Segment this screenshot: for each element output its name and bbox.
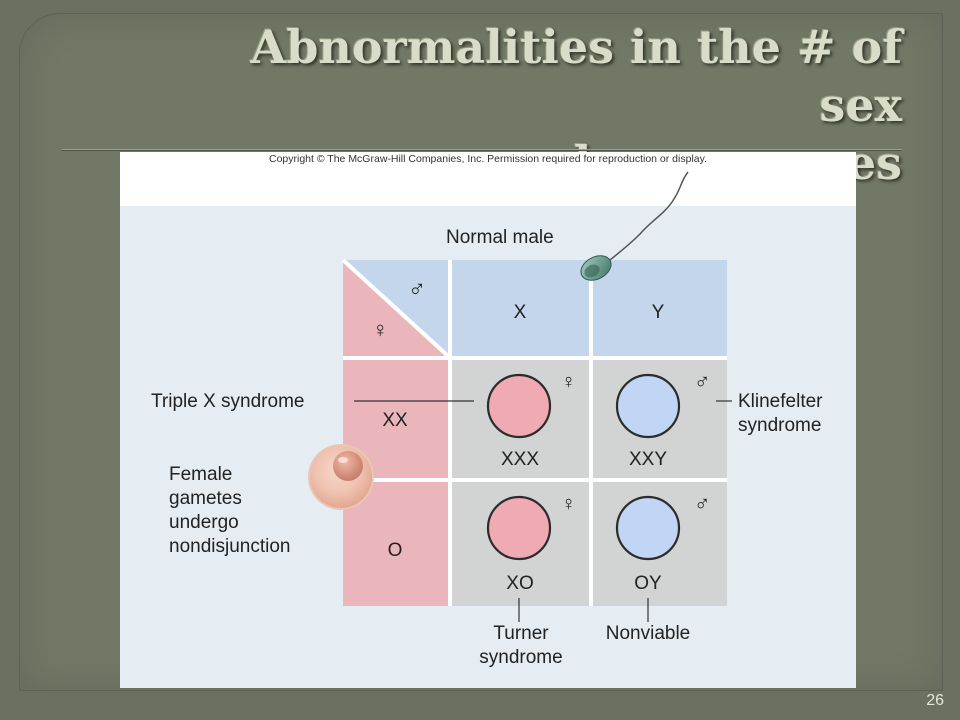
turner-label-line-1: Turner	[493, 623, 549, 644]
row-header-o-label: O	[387, 540, 403, 561]
triple-x-label: Triple X syndrome	[151, 391, 305, 412]
zygote-circle-xo	[486, 495, 552, 561]
slide-title-line-1: Abnormalities in the # of sex	[250, 20, 902, 132]
nonviable-label: Nonviable	[605, 623, 691, 644]
copyright-notice: Copyright © The McGraw-Hill Companies, I…	[268, 153, 708, 165]
female-symbol-xo: ♀	[561, 493, 576, 515]
female-symbol-corner: ♀	[372, 317, 389, 342]
male-symbol-oy: ♂	[694, 491, 711, 516]
klinefelter-label-line-1: Klinefelter	[738, 391, 823, 412]
egg-cell-icon	[308, 444, 374, 510]
turner-label-line-2: syndrome	[479, 647, 563, 668]
female-gametes-label-line-1: Female	[169, 464, 233, 485]
genotype-xo: XO	[506, 573, 534, 594]
row-header-xx-label: XX	[382, 410, 408, 431]
klinefelter-label-line-2: syndrome	[738, 415, 822, 436]
female-gametes-label-line-2: gametes	[169, 488, 242, 509]
sperm-cell-icon	[580, 171, 689, 281]
header-cell-x	[452, 260, 589, 356]
male-symbol-corner: ♂	[408, 276, 426, 303]
genotype-xxx: XXX	[500, 449, 540, 470]
genotype-oy: OY	[634, 573, 662, 594]
zygote-circle-oy	[615, 495, 681, 561]
header-cell-y	[593, 260, 727, 356]
corner-divider	[341, 258, 450, 358]
zygote-circle-xxy	[615, 373, 681, 439]
zygote-circle-xxx	[486, 373, 552, 439]
title-divider	[62, 149, 902, 150]
normal-male-label: Normal male	[446, 227, 554, 248]
page-number: 26	[926, 692, 944, 709]
punnett-square-diagram	[308, 171, 732, 622]
figure-header	[120, 152, 856, 206]
column-header-x: X	[513, 302, 527, 323]
punnett-figure: Copyright © The McGraw-Hill Companies, I…	[120, 152, 856, 688]
female-symbol-xxx: ♀	[561, 371, 576, 393]
female-gametes-label-line-4: nondisjunction	[169, 536, 291, 557]
column-header-y: Y	[651, 302, 665, 323]
genotype-xxy: XXY	[628, 449, 668, 470]
male-symbol-xxy: ♂	[694, 369, 711, 394]
female-gametes-label-line-3: undergo	[169, 512, 239, 533]
